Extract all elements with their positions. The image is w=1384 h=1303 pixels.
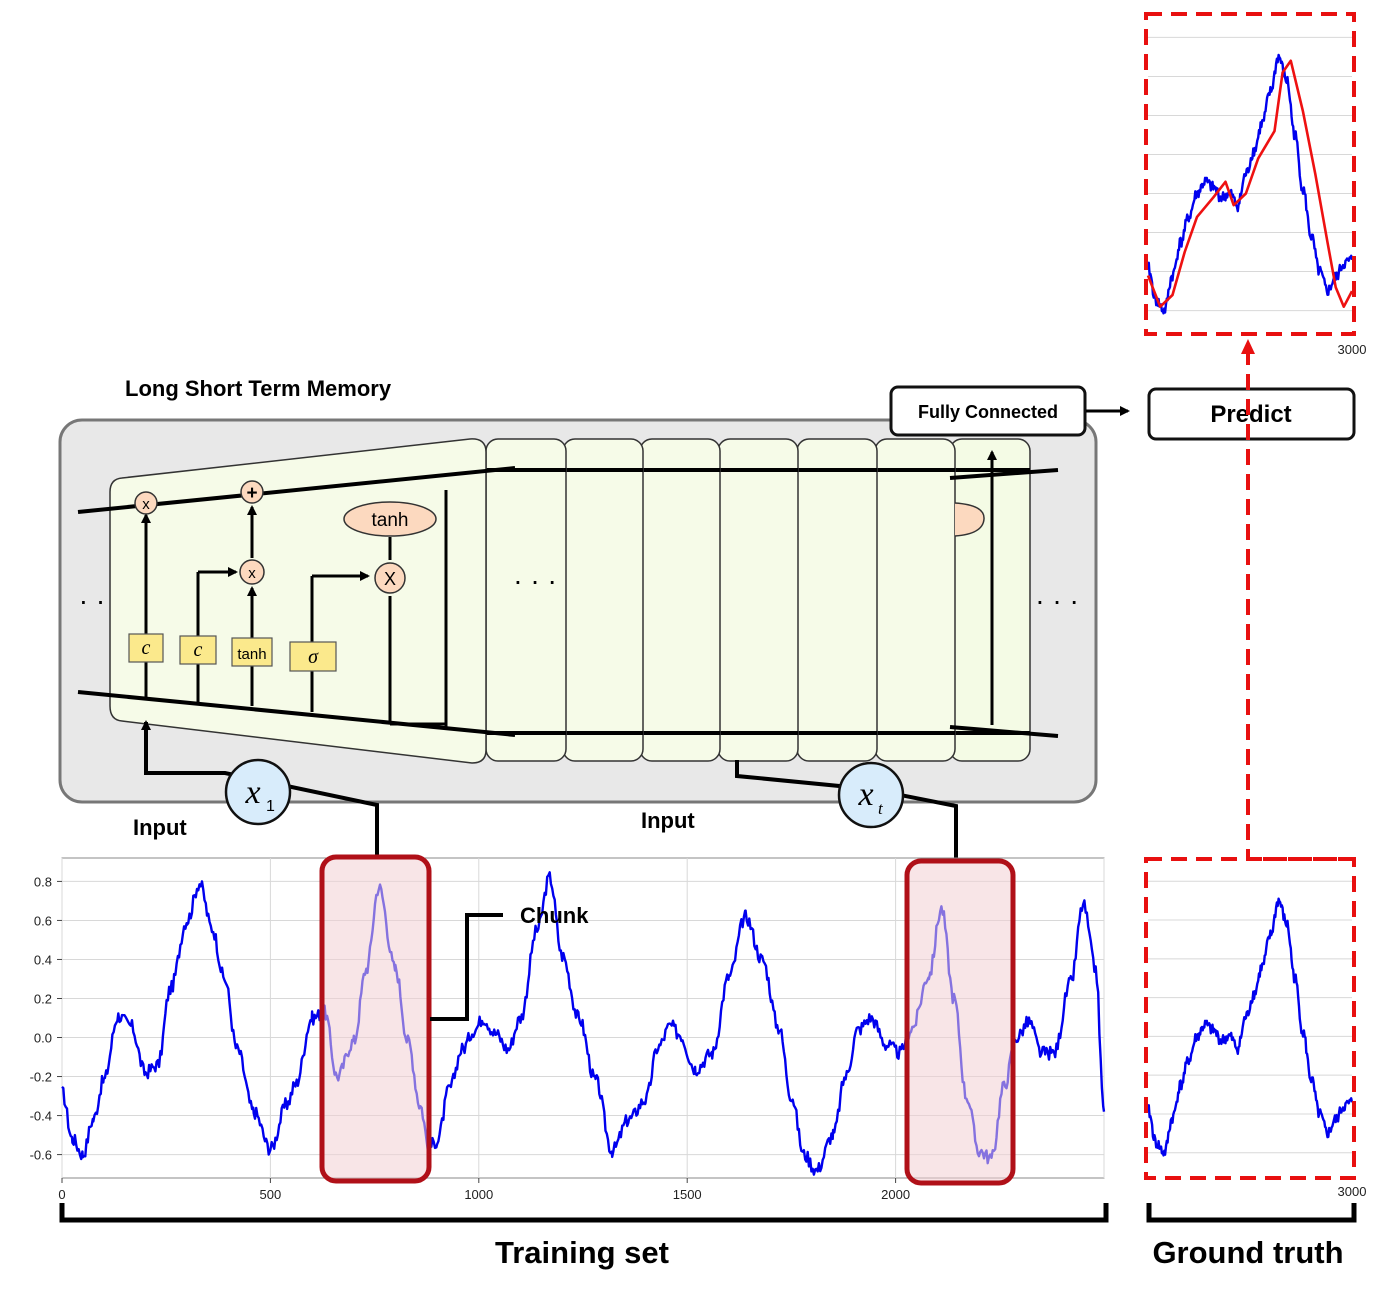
cell-add-gate [240,480,264,504]
input-xt-label: x [857,776,873,813]
input-xt-subscript: t [878,799,884,818]
input-label-right: Input [641,808,695,833]
fully-connected-box [889,385,1087,437]
gate-block-2 [179,635,217,665]
training-set-label: Training set [495,1235,669,1270]
x-tick-label: 500 [260,1187,282,1202]
lstm-cell-first: x + x tanh X c c tanh σ [77,466,516,737]
predict-box [1147,387,1356,441]
training-set-bracket [59,1203,1109,1223]
lstm-title: Long Short Term Memory [125,376,392,401]
gate-block-4-label: σ [308,646,319,668]
actual-signal-line [1147,53,1354,315]
input-x1-label: x [244,774,260,811]
tanh-activation-label: tanh [372,510,409,531]
x-tick-label: 0 [58,1187,65,1202]
chunk-box-first [319,854,432,1184]
ground-truth-plot-area [1148,858,1352,1176]
x-tick-label: 1000 [464,1187,493,1202]
lstm-cell-card [485,438,567,762]
gate-block-3 [231,637,273,667]
cell-add-gate-label: + [246,483,257,504]
lstm-cell-card [717,438,799,762]
lstm-unrolled-cells [109,438,1031,764]
input-x1-node [224,758,292,826]
tanh-activation [343,501,437,537]
x-tick-label: 2000 [881,1187,910,1202]
y-tick-label: 0.2 [34,991,52,1006]
lstm-cell-card [639,438,721,762]
gate-block-1-label: c [142,637,151,659]
lstm-cell-card [796,438,878,762]
predict-label: Predict [1210,401,1291,428]
gate-block-2-label: c [194,639,203,661]
y-tick-label: -0.4 [30,1109,52,1124]
lstm-cell-card [562,438,644,762]
lstm-cell-card [874,438,956,762]
output-gate-multiply [374,562,406,594]
fully-connected-label: Fully Connected [918,402,1058,422]
forget-gate-multiply [134,491,158,515]
x-tick-label: 1500 [673,1187,702,1202]
input-gate-multiply [239,559,265,585]
y-tick-label: 0.4 [34,952,52,967]
y-tick-label: -0.6 [30,1148,52,1163]
prediction-plot-area [1148,14,1352,334]
lstm-cell-card [949,438,1031,762]
input-gate-multiply-label: x [248,565,256,582]
gate-block-1 [128,633,164,663]
chunk-connector [430,913,503,1021]
ellipsis-middle: · · · [513,565,557,596]
y-tick-label: 0.8 [34,874,52,889]
x-tick-label: 3000 [1338,1184,1367,1199]
input-xt-node [837,761,905,829]
ellipsis-left: · · [79,585,105,616]
ground-truth-line [1147,897,1354,1157]
input-x1-subscript: 1 [266,798,275,815]
ground-truth-label: Ground truth [1152,1235,1343,1270]
output-gate-multiply-label: X [384,569,396,589]
y-tick-label: -0.2 [30,1070,52,1085]
input-connector-left [141,720,379,862]
ground-truth-chart: 3000 [1147,858,1367,1199]
feedback-dashed-arrow [1246,345,1354,861]
predicted-line [1146,59,1354,309]
forget-gate-multiply-label: x [142,496,150,513]
ellipsis-right: · · · [1035,585,1079,616]
gate-block-4 [289,641,337,672]
prediction-dashed-frame [1144,12,1356,336]
input-label-left: Input [133,815,187,840]
chunk-box-last [904,858,1016,1186]
y-tick-label: 0.0 [34,1031,52,1046]
prediction-chart: 3000 [1146,14,1367,357]
tanh-activation-partial [954,502,985,537]
gate-block-3-label: tanh [237,646,266,663]
x-tick-label: 3000 [1338,342,1367,357]
chunk-label: Chunk [520,903,589,928]
y-tick-label: 0.6 [34,913,52,928]
ground-truth-bracket [1146,1203,1357,1223]
feedback-arrowhead [1241,339,1255,354]
